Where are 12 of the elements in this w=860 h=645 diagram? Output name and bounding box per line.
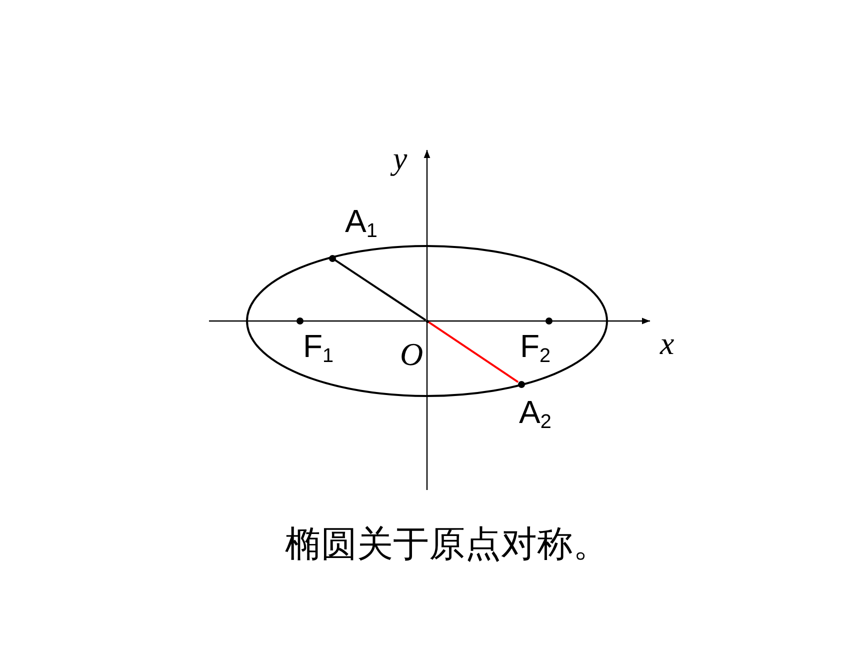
line-segment (428, 321, 519, 383)
point-label: A$_{2}$ (519, 396, 552, 433)
point-label: A$_{1}$ (345, 205, 378, 242)
point (426, 320, 428, 322)
focus-label: F$_{1}$ (303, 330, 334, 367)
axis-label: x (660, 327, 674, 359)
focus-label: F$_{2}$ (520, 330, 551, 367)
line-segment (334, 259, 426, 321)
point (518, 380, 524, 388)
point-label: O (400, 338, 424, 370)
caption: 椭圆关于原点对称。 (284, 527, 610, 563)
point (328, 254, 336, 262)
